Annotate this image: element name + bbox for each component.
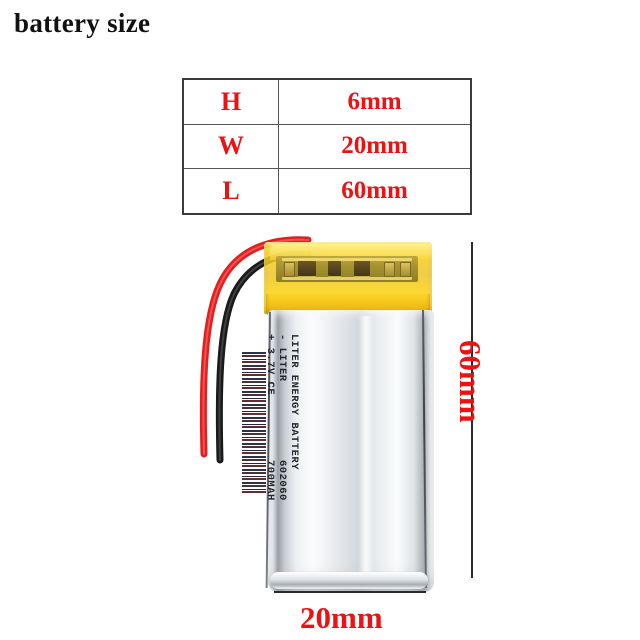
pcb-chip [328,261,341,276]
cell-bottom-seal [270,572,428,589]
pcb-pad [400,262,411,277]
pcb-pad [384,262,395,277]
spec-value-l: 60mm [278,168,472,215]
lipo-battery: LITER ENERGY BATTERY - LITER + 3.7V CE 6… [242,236,434,592]
spec-value-w: 20mm [278,123,472,170]
label-model-number: 602060 [276,460,288,501]
page-title: battery size [14,8,151,38]
pcb-chip [354,261,370,276]
battery-cell-body [268,310,434,592]
spec-table: H 6mm W 20mm L 60mm [182,78,472,215]
spec-key-w: W [182,123,280,170]
table-row: L 60mm [182,168,472,215]
table-row: H 6mm [182,78,472,125]
table-row: W 20mm [182,123,472,170]
width-dimension-label: 20mm [300,600,383,635]
spec-key-l: L [182,168,280,215]
height-dimension-label: 60mm [453,340,488,423]
pcb-trace [282,277,412,280]
height-dimension-line [471,242,473,578]
battery-print-label: LITER ENERGY BATTERY - LITER + 3.7V CE 6… [230,334,300,534]
pcb-chip [298,261,316,276]
label-brand-line: LITER ENERGY BATTERY [288,334,300,471]
barcode-icon [242,352,266,494]
pcb-trace [282,258,412,261]
width-dimension-line [274,591,426,593]
label-negative-line: - LITER [276,334,288,382]
spec-value-h: 6mm [278,78,472,125]
pcb-pad [284,262,295,277]
protection-pcb [276,256,418,282]
spec-key-h: H [182,78,280,125]
